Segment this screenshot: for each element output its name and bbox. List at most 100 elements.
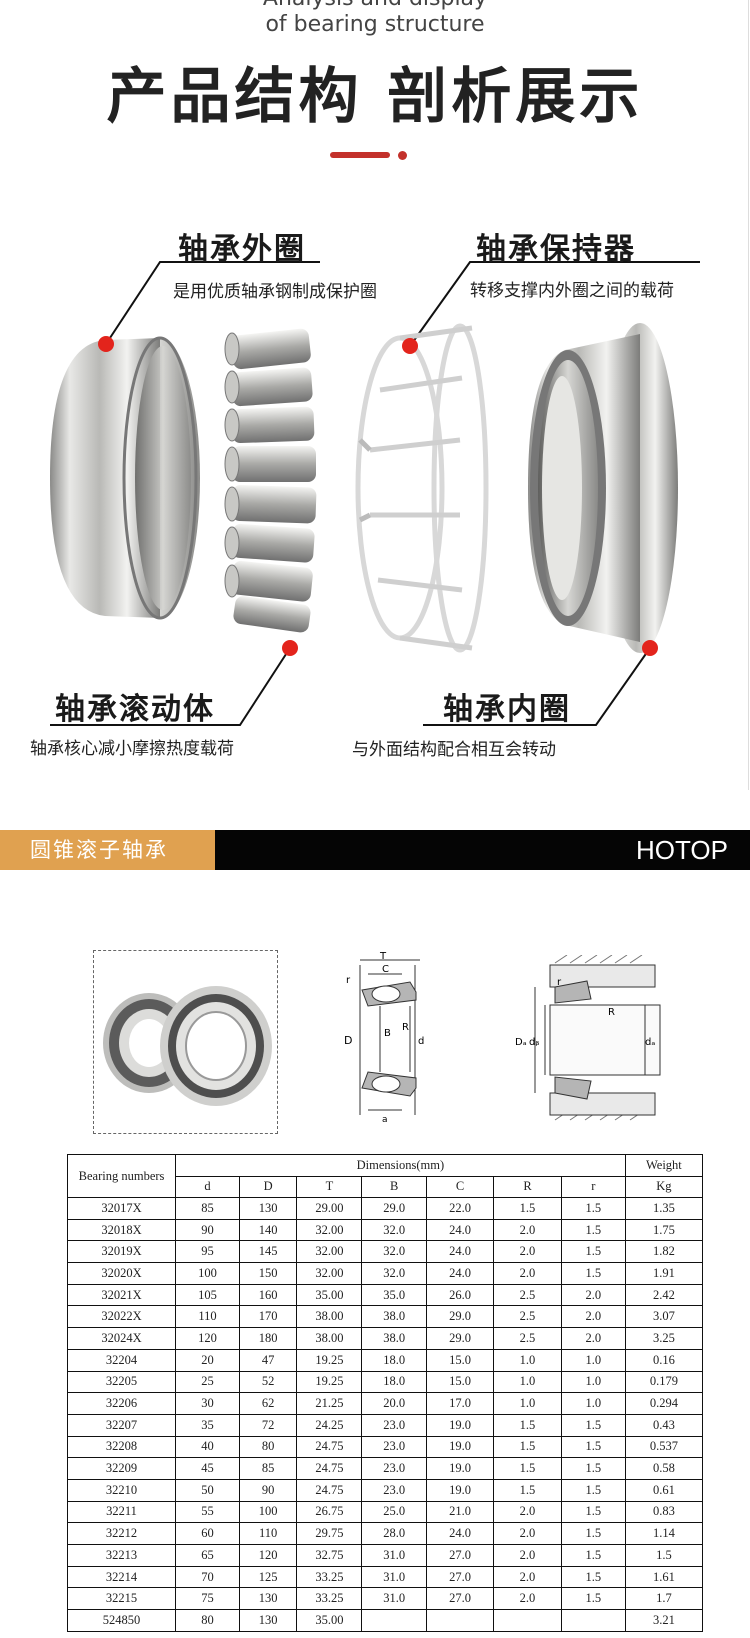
cell-weight: 0.61 [624, 1478, 704, 1502]
bearing-spec-table: Bearing numbers Dimensions(mm) Weight d … [66, 1154, 704, 1632]
outer-ring-desc: 是用优质轴承钢制成保护圈 [173, 282, 377, 302]
cell-D: 130 [238, 1587, 298, 1611]
cell-weight: 0.43 [624, 1413, 704, 1437]
cell-D: 62 [238, 1392, 298, 1415]
subtitle-line-1: Analysis and display [0, 0, 750, 11]
outer-ring-leader [105, 261, 320, 345]
outer-ring-illustration [50, 336, 200, 620]
inner-ring-desc: 与外面结构配合相互会转动 [352, 740, 556, 760]
sub-r: r [560, 1175, 626, 1198]
cell-weight: 1.75 [624, 1218, 704, 1242]
cell-D: 120 [238, 1544, 298, 1567]
section-edge-line [748, 0, 749, 790]
cell-d: 105 [175, 1283, 240, 1307]
cell-R: 2.0 [493, 1587, 562, 1611]
cell-bearing-number: 32019X [66, 1240, 177, 1264]
cell-d: 30 [175, 1392, 240, 1415]
cell-d: 85 [175, 1197, 240, 1220]
bearing-mounting-diagram: r R Dₐ dᵦ dₐ [515, 955, 661, 1121]
cell-r: 1.5 [560, 1240, 626, 1264]
cell-B: 38.0 [361, 1305, 428, 1329]
rolling-desc: 轴承核心减小摩擦热度载荷 [30, 739, 234, 759]
col-dimensions: Dimensions(mm) [175, 1154, 626, 1177]
cell-bearing-number: 32207 [66, 1413, 177, 1437]
cage-title: 轴承保持器 [476, 232, 636, 267]
cell-C: 24.0 [426, 1240, 495, 1264]
cell-C: 19.0 [426, 1457, 495, 1480]
cell-r: 1.0 [560, 1392, 626, 1415]
cell-R: 2.0 [493, 1500, 562, 1524]
cell-weight: 1.35 [624, 1197, 704, 1220]
cell-B: 18.0 [361, 1370, 428, 1394]
cell-D: 110 [238, 1522, 298, 1545]
inner-ring-marker [642, 640, 658, 656]
cell-d: 90 [175, 1218, 240, 1242]
cell-weight: 0.294 [624, 1392, 704, 1415]
cell-T: 24.75 [296, 1435, 363, 1459]
cell-r: 1.5 [560, 1457, 626, 1480]
cell-B: 32.0 [361, 1262, 428, 1285]
cell-bearing-number: 32024X [66, 1327, 177, 1350]
sub-D: D [238, 1175, 298, 1198]
cell-T: 21.25 [296, 1392, 363, 1415]
sub-R: R [493, 1175, 562, 1198]
mount-label-R: R [608, 1007, 615, 1018]
bearing-exploded-illustration [50, 261, 700, 726]
cell-d: 75 [175, 1587, 240, 1611]
mount-label-da: dₐ [645, 1037, 655, 1048]
cell-bearing-number: 32022X [66, 1305, 177, 1329]
cell-C: 19.0 [426, 1478, 495, 1502]
cell-C: 24.0 [426, 1262, 495, 1285]
cell-d: 35 [175, 1413, 240, 1437]
cell-T: 33.25 [296, 1587, 363, 1611]
cell-weight: 1.5 [624, 1544, 704, 1567]
cell-bearing-number: 32210 [66, 1478, 177, 1502]
cell-r: 1.5 [560, 1522, 626, 1545]
cell-C [426, 1609, 495, 1632]
cell-weight: 1.82 [624, 1240, 704, 1264]
cell-r: 1.5 [560, 1197, 626, 1220]
cell-D: 160 [238, 1283, 298, 1307]
diagram-label-a: a [382, 1115, 388, 1125]
cell-C: 21.0 [426, 1500, 495, 1524]
cell-weight: 1.61 [624, 1565, 704, 1589]
cell-T: 24.25 [296, 1413, 363, 1437]
diagram-label-B: B [384, 1028, 391, 1039]
cell-T: 32.75 [296, 1544, 363, 1567]
diagram-label-r: r [346, 975, 351, 986]
cell-r: 1.5 [560, 1587, 626, 1611]
cell-weight: 0.58 [624, 1457, 704, 1480]
title-decoration-bar [330, 152, 390, 158]
cell-B: 29.0 [361, 1197, 428, 1220]
cell-T: 19.25 [296, 1370, 363, 1394]
cell-T: 38.00 [296, 1327, 363, 1350]
structure-section: Analysis and display of bearing structur… [0, 0, 750, 800]
cell-r: 1.5 [560, 1565, 626, 1589]
cell-C: 19.0 [426, 1435, 495, 1459]
cell-r: 2.0 [560, 1283, 626, 1307]
cell-B: 35.0 [361, 1283, 428, 1307]
mount-label-r: r [557, 977, 562, 988]
title-decoration-dot [398, 151, 407, 160]
cell-r: 1.5 [560, 1218, 626, 1242]
cell-C: 22.0 [426, 1197, 495, 1220]
cell-B: 23.0 [361, 1435, 428, 1459]
col-weight: Weight [624, 1154, 704, 1177]
cell-r: 2.0 [560, 1305, 626, 1329]
cell-C: 24.0 [426, 1218, 495, 1242]
cell-R: 2.0 [493, 1544, 562, 1567]
mount-label-db: dᵦ [529, 1037, 539, 1048]
cell-bearing-number: 32018X [66, 1218, 177, 1242]
cell-D: 80 [238, 1435, 298, 1459]
cell-B: 28.0 [361, 1522, 428, 1545]
cell-C: 15.0 [426, 1348, 495, 1372]
sub-B: B [361, 1175, 428, 1198]
